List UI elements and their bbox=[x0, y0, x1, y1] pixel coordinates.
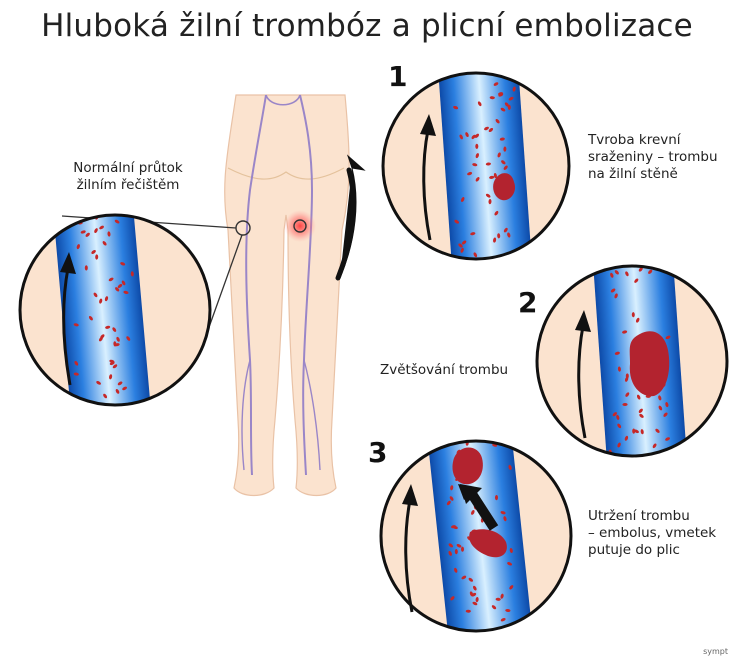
blood-cell bbox=[475, 144, 478, 149]
step1-label-line2: sraženiny – trombu bbox=[588, 149, 718, 166]
step1-number: 1 bbox=[388, 60, 407, 93]
step3-label-line2: – embolus, vmetek bbox=[588, 525, 716, 542]
normal-flow-label-line2: žilním řečištěm bbox=[48, 177, 208, 194]
step2-number: 2 bbox=[518, 286, 537, 319]
step2-circle bbox=[537, 259, 727, 464]
normal-flow-label: Normální průtok žilním řečištěm bbox=[48, 160, 208, 194]
step1-label-line3: na žilní stěně bbox=[588, 166, 718, 183]
step3-circle bbox=[381, 432, 571, 640]
step2-label: Zvětšování trombu bbox=[380, 362, 508, 379]
legs-figure bbox=[225, 95, 349, 496]
step3-label-line1: Utržení trombu bbox=[588, 508, 716, 525]
step2-label-line1: Zvětšování trombu bbox=[380, 362, 508, 379]
normal-flow-label-line1: Normální průtok bbox=[48, 160, 208, 177]
growing-thrombus bbox=[630, 331, 670, 396]
blood-cell bbox=[77, 401, 83, 406]
step1-circle bbox=[383, 67, 569, 272]
blood-cell bbox=[85, 265, 88, 270]
thrombus-site-highlight bbox=[284, 210, 316, 242]
step3-label: Utržení trombu – embolus, vmetek putuje … bbox=[588, 508, 716, 559]
step3-label-line3: putuje do plic bbox=[588, 542, 716, 559]
step3-number: 3 bbox=[368, 436, 387, 469]
step1-label: Tvroba krevní sraženiny – trombu na žiln… bbox=[588, 132, 718, 183]
step1-label-line1: Tvroba krevní bbox=[588, 132, 718, 149]
normal-flow-circle bbox=[20, 207, 210, 413]
blood-cell bbox=[461, 547, 464, 552]
brand-mark: sympt bbox=[703, 647, 728, 656]
